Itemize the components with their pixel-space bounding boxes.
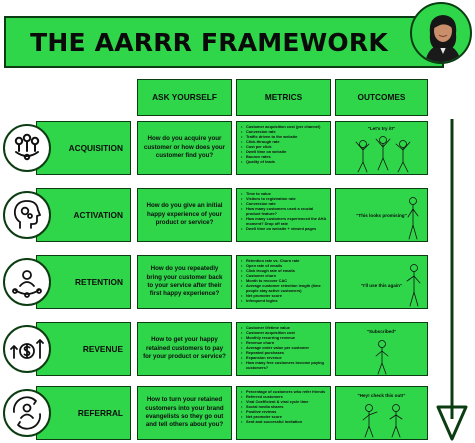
stick-figure-subscribed-icon [375,340,389,375]
metrics-acquisition: Customer acquisition cost (per channel) … [236,121,331,175]
question-referral: How to turn your retained customers into… [137,386,232,440]
metrics-referral: Percentage of customers who refer friend… [236,386,331,440]
stage-acquisition: ACQUISITION [36,121,131,175]
outcome-quote: "Let's try it!" [367,126,396,131]
metric-item: Open rate of emails [241,263,327,268]
question-acquisition: How do you acquire your customer or how … [137,121,232,175]
outcome-revenue: "Subscribed" [335,322,428,376]
metrics-revenue: Customer lifetime value Customer acquisi… [236,322,331,376]
stage-retention: RETENTION [36,255,131,309]
stick-figures-sharing-icon [362,404,403,438]
metric-item: Time to value [241,191,327,196]
title-banner: THE AARRR FRAMEWORK [4,16,444,68]
stage-icon-revenue [3,325,51,373]
metric-item: Customer acquisition cost [241,330,327,335]
person-cycle-icon [12,270,42,298]
metric-item: Customer acquisition cost (per channel) [241,124,327,129]
metric-item: Cost per click [241,144,327,149]
metric-item: Month to recover CAC [241,278,327,283]
metric-item: Click-through rate [241,139,327,144]
header-metrics: METRICS [236,79,331,116]
stage-icon-activation [3,191,51,239]
metric-item: Referred customers [241,394,327,399]
outcome-quote: "I'll use this again" [360,283,403,288]
question-revenue: How to get your happy retained customers… [137,322,232,376]
stage-revenue: REVENUE [36,322,131,376]
metrics-retention: Retention rate vs. Churn rate Open rate … [236,255,331,309]
metric-item: How many customers experienced the AHA m… [241,216,327,226]
metric-item: Viral Coefficient & viral cycle time [241,399,327,404]
outcome-quote: "Hey! check this out!" [357,393,406,398]
question-activation: How do you give an initial happy experie… [137,188,232,242]
question-retention: How do you repeatedly bring your custome… [137,255,232,309]
metric-item: Net promoter score [241,414,327,419]
referral-cycle-icon [13,396,41,430]
outcome-quote: "This looks promising" [356,213,407,218]
stage-referral: REFERRAL [36,386,131,440]
outcome-retention: "I'll use this again" [335,255,428,309]
metrics-activation: Time to value Visitors to registration r… [236,188,331,242]
metric-item: Percentage of customers who refer friend… [241,389,327,394]
header-outcomes: OUTCOMES [335,79,428,116]
metric-item: How many free customers become paying cu… [241,360,327,370]
metric-item: Repeated purchases [241,350,327,355]
stage-icon-retention [3,258,51,306]
header-ask-yourself: ASK YOURSELF [137,79,232,116]
down-arrow-icon [436,119,468,441]
metric-item: Bounce rates [241,154,327,159]
metric-item: Net promoter score [241,293,327,298]
page-title: THE AARRR FRAMEWORK [30,27,388,57]
metric-item: Monthly recurring revenue [241,335,327,340]
people-network-icon [14,133,40,161]
stage-activation: ACTIVATION [36,188,131,242]
metric-item: Conversion rate [241,201,327,206]
metric-item: Social media shares [241,404,327,409]
outcome-referral: "Hey! check this out!" [335,386,428,440]
metric-item: How many customers used a crucial produc… [241,206,327,216]
stage-icon-acquisition [3,124,51,172]
stage-icon-referral [3,389,51,437]
metric-item: Positive reviews [241,409,327,414]
metric-item: Customer churn [241,273,327,278]
money-growth-icon [10,339,44,359]
author-portrait-icon [425,15,461,62]
outcome-acquisition: "Let's try it!" [335,121,428,175]
metric-item: Dwell time on website + viewed pages [241,226,327,231]
outcome-activation: "This looks promising" [335,188,428,242]
metric-item: Traffic driven to the website [241,134,327,139]
metric-item: Dwell time on website [241,149,327,154]
head-gears-icon [13,200,42,229]
metric-item: Conversion rate [241,129,327,134]
metric-item: Average order value per customer [241,345,327,350]
metric-item: Expansion revenue [241,355,327,360]
stick-figures-trying-icon [355,136,411,173]
metric-item: Average customer retention length (time … [241,283,327,293]
metric-item: Click trough rate of emails [241,268,327,273]
metric-item: Infrequent logins [241,298,327,303]
stick-figure-thinking-icon [407,197,419,240]
outcome-quote: "Subscribed" [366,329,397,334]
author-avatar [410,2,472,64]
metric-item: Retention rate vs. Churn rate [241,258,327,263]
metric-item: Sent and successful invitation [241,419,327,424]
metric-item: Visitors to registration rate [241,196,327,201]
stick-figure-pointing-icon [406,264,421,307]
metric-item: Revenue churn [241,340,327,345]
metric-item: Quality of leads [241,159,327,164]
metric-item: Customer lifetime value [241,325,327,330]
